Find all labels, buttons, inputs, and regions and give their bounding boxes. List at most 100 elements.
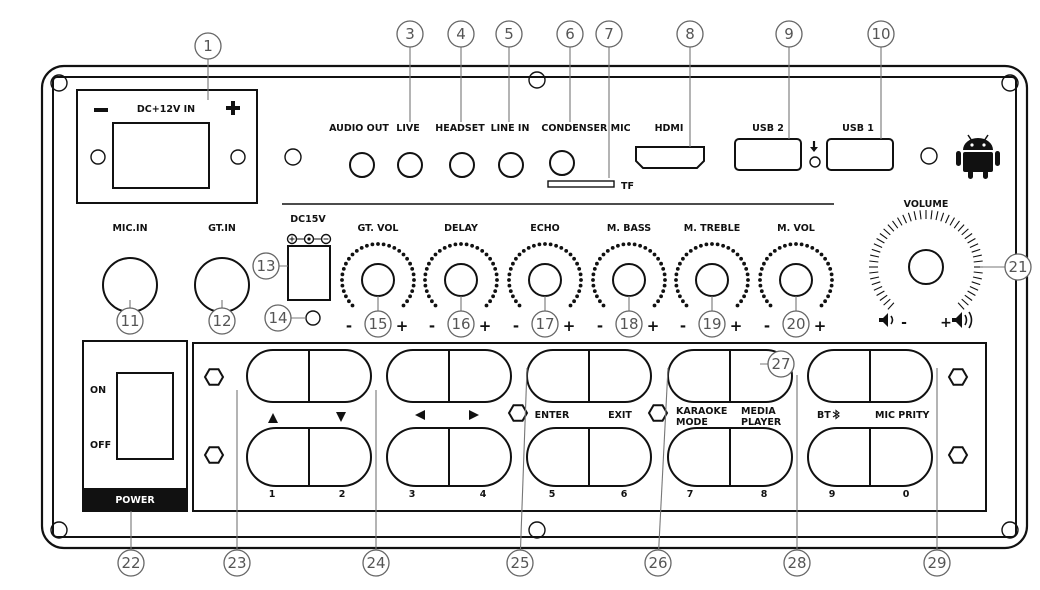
volume-tick: [883, 228, 891, 236]
knob-scale-dot: [819, 303, 824, 308]
volume-tick: [876, 290, 885, 296]
knob-scale-dot: [423, 278, 427, 282]
knob-scale-dot: [772, 249, 777, 253]
gt-vol-knob-group: GT. VOL-+: [340, 223, 416, 335]
dc15v-socket[interactable]: [287, 245, 331, 301]
tf-label: TF: [621, 181, 634, 192]
volume-tick: [930, 210, 933, 220]
volume-tick: [907, 212, 912, 222]
volume-minus: -: [901, 315, 907, 331]
knob-scale-dot: [480, 249, 485, 253]
m-vol-minus: -: [764, 317, 770, 335]
keypad-button[interactable]: [807, 427, 871, 487]
volume-tick: [873, 285, 883, 291]
dc-polarity-icon: [286, 233, 332, 245]
knob-scale-dot: [592, 267, 597, 271]
tf-slot[interactable]: [547, 180, 615, 188]
headset-jack[interactable]: [449, 152, 475, 178]
keypad-button[interactable]: [729, 427, 793, 487]
keypad-digit-3: 3: [409, 489, 416, 500]
knob-scale-dot: [684, 252, 689, 257]
knob-scale-dot: [745, 272, 750, 277]
callout-circle: [867, 20, 895, 48]
knob-scale-dot: [493, 289, 498, 293]
hdmi-port[interactable]: [635, 146, 705, 169]
keypad-button[interactable]: [869, 427, 933, 487]
callout-24: 24: [362, 390, 390, 577]
knob-scale-dot: [387, 243, 391, 248]
keypad-button[interactable]: [526, 427, 590, 487]
hex-screw-icon: [947, 446, 969, 464]
callout-number: 20: [786, 315, 805, 333]
knob-scale-dot: [577, 289, 582, 293]
callout-26: 26: [644, 367, 672, 577]
line-in-jack[interactable]: [498, 152, 524, 178]
knob-scale-dot: [405, 299, 409, 304]
audio-out-jack[interactable]: [349, 152, 375, 178]
keypad-button[interactable]: [448, 349, 512, 403]
keypad-button[interactable]: [386, 427, 450, 487]
usb-down-arrow-icon: [810, 141, 818, 152]
keypad-button[interactable]: [308, 349, 372, 403]
callout-circle: [447, 20, 475, 48]
knob-scale-dot: [783, 243, 787, 248]
keypad-button[interactable]: [807, 349, 871, 403]
callout-number: 27: [771, 355, 790, 373]
volume-tick: [887, 224, 895, 232]
knob-scale-dot: [511, 261, 515, 266]
volume-tick: [953, 220, 960, 229]
live-label: LIVE: [396, 123, 419, 134]
knob-scale-dot: [448, 243, 452, 248]
gt-vol-plus: +: [396, 317, 409, 335]
hex-screw-icon: [947, 368, 969, 386]
callout-16: 16: [447, 296, 475, 338]
delay-plus: +: [479, 317, 492, 335]
callout-7: 7: [595, 20, 623, 178]
arrow-left-icon: [415, 410, 425, 420]
keypad-button[interactable]: [869, 349, 933, 403]
knob-scale-dot: [715, 242, 720, 247]
power-switch[interactable]: [116, 372, 174, 460]
keypad-button[interactable]: [729, 349, 793, 403]
volume-tick: [870, 276, 880, 280]
screw-icon: [1001, 74, 1019, 92]
callout-circle: [556, 20, 584, 48]
keypad-panel: [192, 342, 987, 512]
knob-scale-dot: [648, 249, 653, 253]
condenser-mic-jack[interactable]: [549, 150, 575, 176]
knob-scale-dot: [459, 242, 463, 246]
dc-in-socket[interactable]: [112, 122, 210, 189]
keypad-button[interactable]: [386, 349, 450, 403]
knob-scale-dot: [652, 252, 657, 257]
volume-tick: [973, 260, 983, 263]
m-vol-label: M. VOL: [777, 223, 815, 234]
callout-18: 18: [615, 296, 643, 338]
callout-13: 13: [252, 252, 288, 280]
keypad-button[interactable]: [246, 427, 310, 487]
keypad-button[interactable]: [246, 349, 310, 403]
callout-17: 17: [531, 296, 559, 338]
callout-25: 25: [506, 367, 534, 577]
keypad: [246, 349, 933, 487]
keypad-button[interactable]: [588, 427, 652, 487]
power-label: POWER: [115, 495, 155, 506]
screw-icon: [528, 521, 546, 539]
keypad-button[interactable]: [667, 349, 731, 403]
keypad-button[interactable]: [308, 427, 372, 487]
live-jack[interactable]: [397, 152, 423, 178]
usb2-port[interactable]: [734, 138, 802, 171]
keypad-button[interactable]: [667, 427, 731, 487]
callout-circle: [615, 310, 643, 338]
volume-tick: [913, 211, 917, 221]
knob-scale-dot: [532, 243, 536, 248]
keypad-button[interactable]: [588, 349, 652, 403]
keypad-button[interactable]: [448, 427, 512, 487]
volume-knob[interactable]: [908, 249, 944, 285]
callout-circle: [447, 310, 475, 338]
usb1-port[interactable]: [826, 138, 894, 171]
knob-scale-dot: [430, 256, 434, 261]
corner-screws: [50, 71, 1019, 539]
callout-leader: [657, 367, 669, 564]
callout-number: 23: [227, 554, 246, 572]
